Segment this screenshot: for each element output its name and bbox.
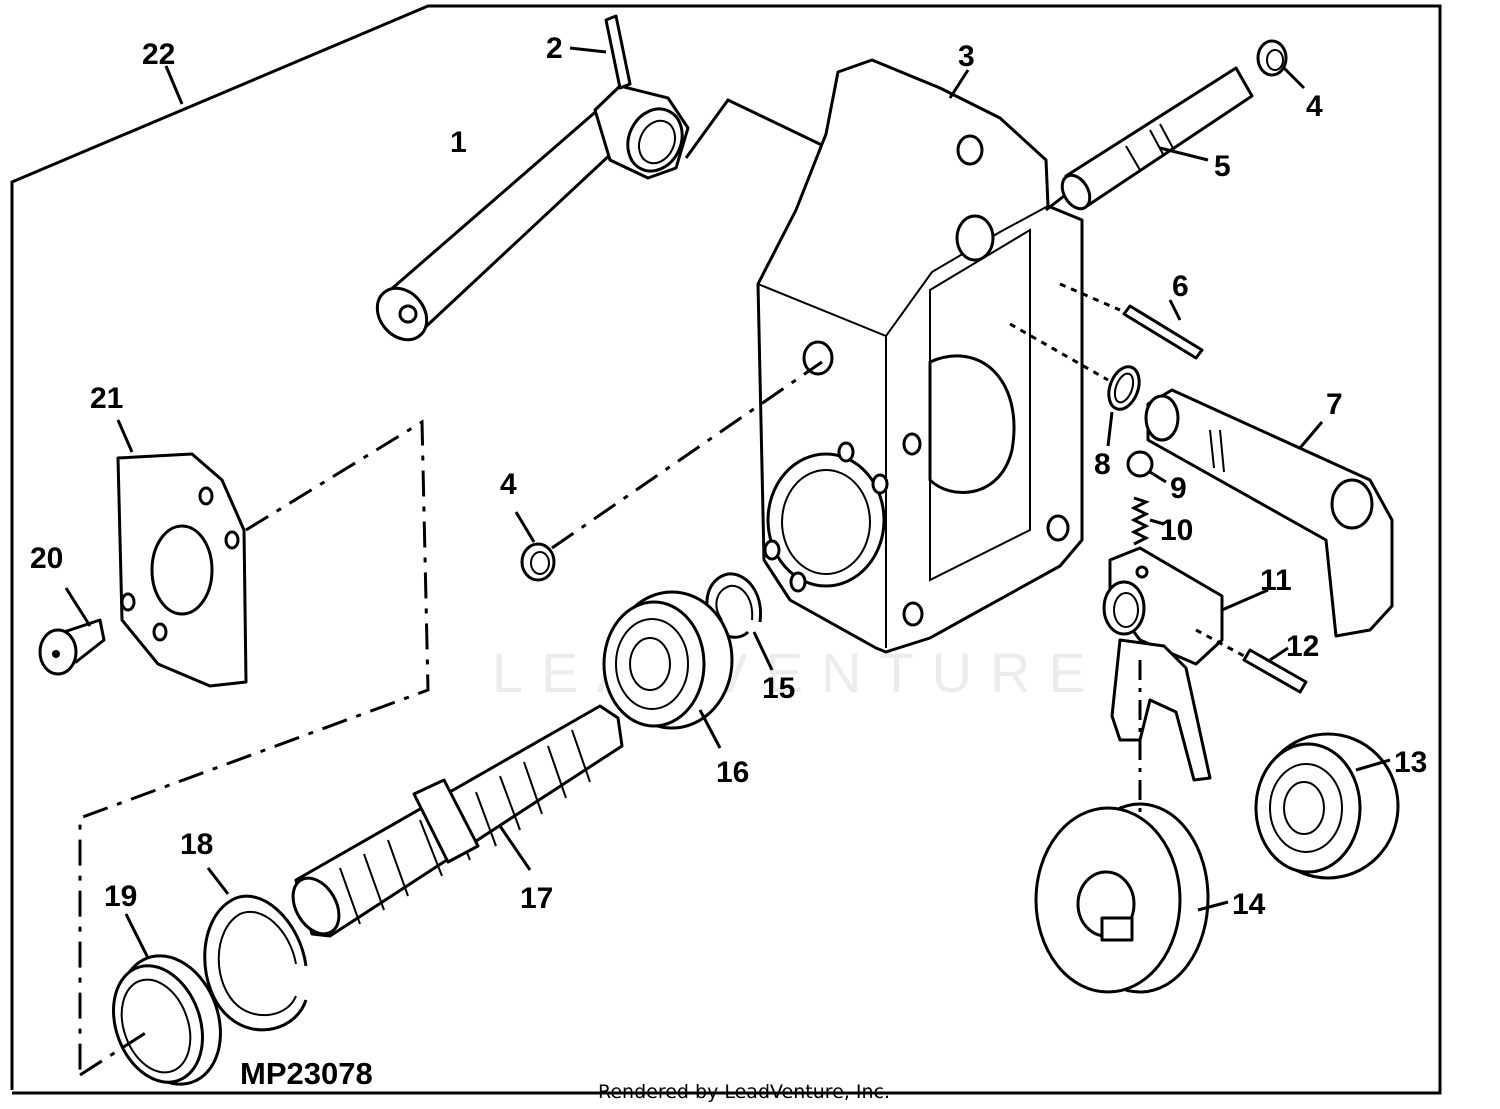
callout-16: 16	[716, 756, 749, 789]
part-19-seal	[79, 913, 222, 1086]
part-6-pin	[1059, 282, 1204, 360]
callout-8: 8	[1094, 448, 1111, 481]
callout-18: 18	[180, 828, 213, 861]
part-7-shift-shaft	[1144, 388, 1394, 638]
frame-border	[10, 4, 1442, 1095]
callout-2: 2	[546, 32, 563, 65]
callout-13: 13	[1394, 746, 1427, 779]
assembly-outline-22	[78, 419, 430, 1075]
watermark: LEADVENTURE	[492, 641, 1104, 704]
callout-15: 15	[762, 672, 795, 705]
callout-9: 9	[1170, 472, 1187, 505]
callout-3: 3	[958, 40, 975, 73]
callout-20: 20	[30, 542, 63, 575]
callout-4b: 4	[500, 468, 517, 501]
part-16-bearing	[602, 590, 734, 749]
callout-10: 10	[1160, 514, 1193, 547]
callout-14: 14	[1232, 888, 1266, 921]
callout-4: 4	[1306, 90, 1323, 123]
credit-text: Rendered by LeadVenture, Inc.	[598, 1081, 890, 1103]
part-18-retaining-ring	[203, 867, 308, 1032]
part-4-cap-upper	[1256, 39, 1306, 90]
part-13-bearing	[1254, 732, 1400, 880]
part-10-spring	[1130, 496, 1165, 546]
part-4-bushing-lower	[514, 360, 823, 582]
callout-12: 12	[1286, 630, 1319, 663]
part-17-splined-shaft	[291, 704, 624, 938]
callout-7: 7	[1326, 388, 1343, 421]
part-5-shaft	[1045, 66, 1254, 212]
leader-22	[164, 65, 184, 105]
part-11-shift-fork	[1102, 546, 1269, 782]
part-9-ball	[1126, 450, 1167, 484]
part-3-housing	[756, 58, 1084, 654]
callout-22: 22	[142, 38, 175, 71]
part-14-gear	[1034, 660, 1229, 994]
callout-17: 17	[520, 882, 553, 915]
callout-1: 1	[450, 126, 467, 159]
callout-11: 11	[1260, 564, 1292, 597]
callout-19: 19	[104, 880, 137, 913]
part-12-pin	[1195, 628, 1308, 694]
part-8-o-ring	[1009, 322, 1141, 447]
diagram-code: MP23078	[240, 1056, 373, 1091]
callout-6: 6	[1172, 270, 1189, 303]
callout-5: 5	[1214, 150, 1231, 183]
part-1-lever-arm	[375, 84, 829, 342]
part-21-plate	[116, 419, 248, 688]
callout-21: 21	[90, 382, 123, 415]
part-2-pin	[569, 14, 632, 90]
part-20-screw	[38, 587, 106, 676]
